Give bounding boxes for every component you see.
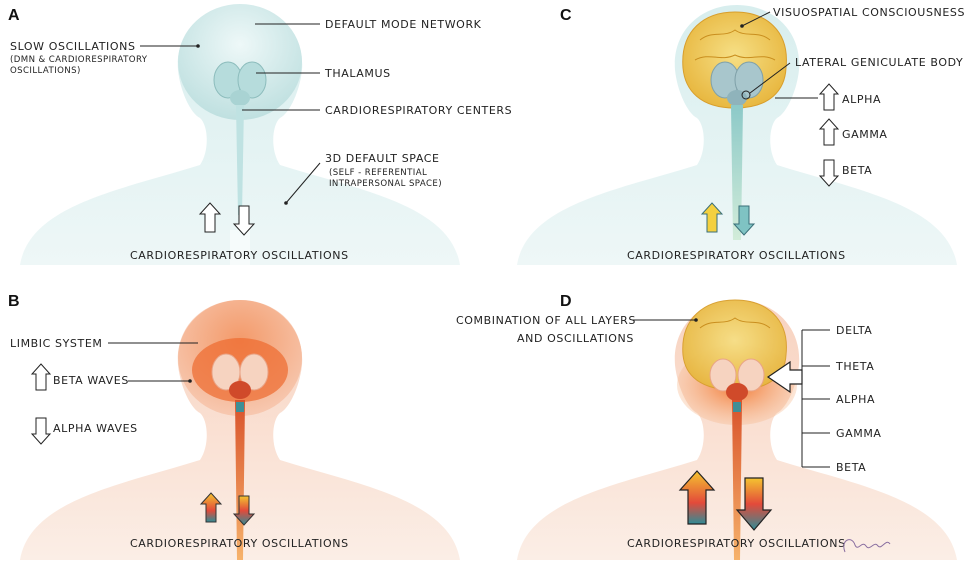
center-strip — [230, 230, 250, 270]
brainstem-spine — [732, 400, 742, 560]
spine-teal — [236, 402, 244, 412]
lgb-marker — [741, 90, 751, 100]
arrow-down-small — [732, 205, 756, 236]
label-bottom-oscillations: CARDIORESPIRATORY OSCILLATIONS — [130, 249, 349, 262]
label-bottom-oscillations: CARDIORESPIRATORY OSCILLATIONS — [130, 537, 349, 550]
label-combination-1: COMBINATION OF ALL LAYERS — [456, 314, 636, 327]
label-lateral-geniculate: LATERAL GENICULATE BODY — [795, 56, 963, 69]
label-beta-waves: BETA WAVES — [53, 374, 129, 387]
brainstem-spine — [236, 105, 244, 215]
limbic-structure — [709, 358, 765, 401]
artist-signature — [843, 539, 891, 553]
label-3d-default-space: 3D DEFAULT SPACE — [325, 152, 440, 165]
thalamus-structure — [213, 61, 267, 106]
panel-c: C VISUOSPATIAL CONSCIOUSNESS LATERAL GEN… — [517, 5, 964, 265]
arrow-up-small — [700, 202, 724, 233]
label-slow-oscillations-sub1: (DMN & CARDIORESPIRATORY — [10, 55, 148, 65]
label-slow-oscillations: SLOW OSCILLATIONS — [10, 40, 136, 53]
arrow-up-small — [199, 492, 223, 523]
arrow-up-alpha — [818, 83, 840, 111]
arrow-up-large — [678, 470, 716, 525]
panel-letter: C — [560, 7, 572, 24]
limbic-structure — [211, 353, 269, 399]
arrow-up-beta — [30, 363, 52, 391]
label-gamma: GAMMA — [842, 128, 888, 141]
label-default-mode-network: DEFAULT MODE NETWORK — [325, 18, 482, 31]
arrow-down-small — [232, 495, 256, 526]
arrow-left-large — [766, 360, 803, 394]
label-cardiorespiratory-centers: CARDIORESPIRATORY CENTERS — [325, 104, 512, 117]
arrow-down-large — [735, 477, 773, 531]
panel-letter: D — [560, 293, 572, 310]
label-3d-default-space-sub1: (SELF - REFERENTIAL — [329, 168, 427, 178]
label-alpha: ALPHA — [842, 93, 881, 106]
label-slow-oscillations-sub2: OSCILLATIONS) — [10, 66, 81, 76]
bracket — [801, 329, 830, 468]
arrow-down-outline — [232, 205, 256, 236]
arrow-down-beta — [818, 159, 840, 187]
panel-b: B LIMBIC SYSTEM BETA WAVES ALPHA WAVES C… — [8, 293, 460, 560]
label-theta: THETA — [835, 360, 874, 373]
arrow-up-gamma — [818, 118, 840, 146]
panel-a: A DEFAULT MODE NETWORK SLOW OSCILLATIONS… — [8, 4, 512, 270]
spine-teal — [733, 402, 741, 412]
arrow-up-outline — [198, 202, 222, 233]
label-beta: BETA — [842, 164, 872, 177]
label-combination-2: AND OSCILLATIONS — [517, 332, 634, 345]
head-shape — [178, 4, 302, 120]
label-visuospatial: VISUOSPATIAL CONSCIOUSNESS — [773, 6, 964, 19]
label-alpha-waves: ALPHA WAVES — [53, 422, 138, 435]
label-3d-default-space-sub2: INTRAPERSONAL SPACE) — [329, 179, 442, 189]
label-gamma: GAMMA — [836, 427, 882, 440]
label-alpha: ALPHA — [836, 393, 875, 406]
label-beta: BETA — [836, 461, 866, 474]
label-limbic-system: LIMBIC SYSTEM — [10, 337, 102, 350]
arrow-down-alpha — [30, 417, 52, 445]
label-delta: DELTA — [836, 324, 872, 337]
label-bottom-oscillations: CARDIORESPIRATORY OSCILLATIONS — [627, 537, 846, 550]
label-thalamus: THALAMUS — [324, 67, 391, 80]
panel-letter: B — [8, 293, 20, 310]
panel-letter: A — [8, 7, 20, 24]
label-bottom-oscillations: CARDIORESPIRATORY OSCILLATIONS — [627, 249, 846, 262]
panel-d: D COMBINATION OF ALL LAYERS AND OSCILLAT… — [456, 293, 957, 560]
